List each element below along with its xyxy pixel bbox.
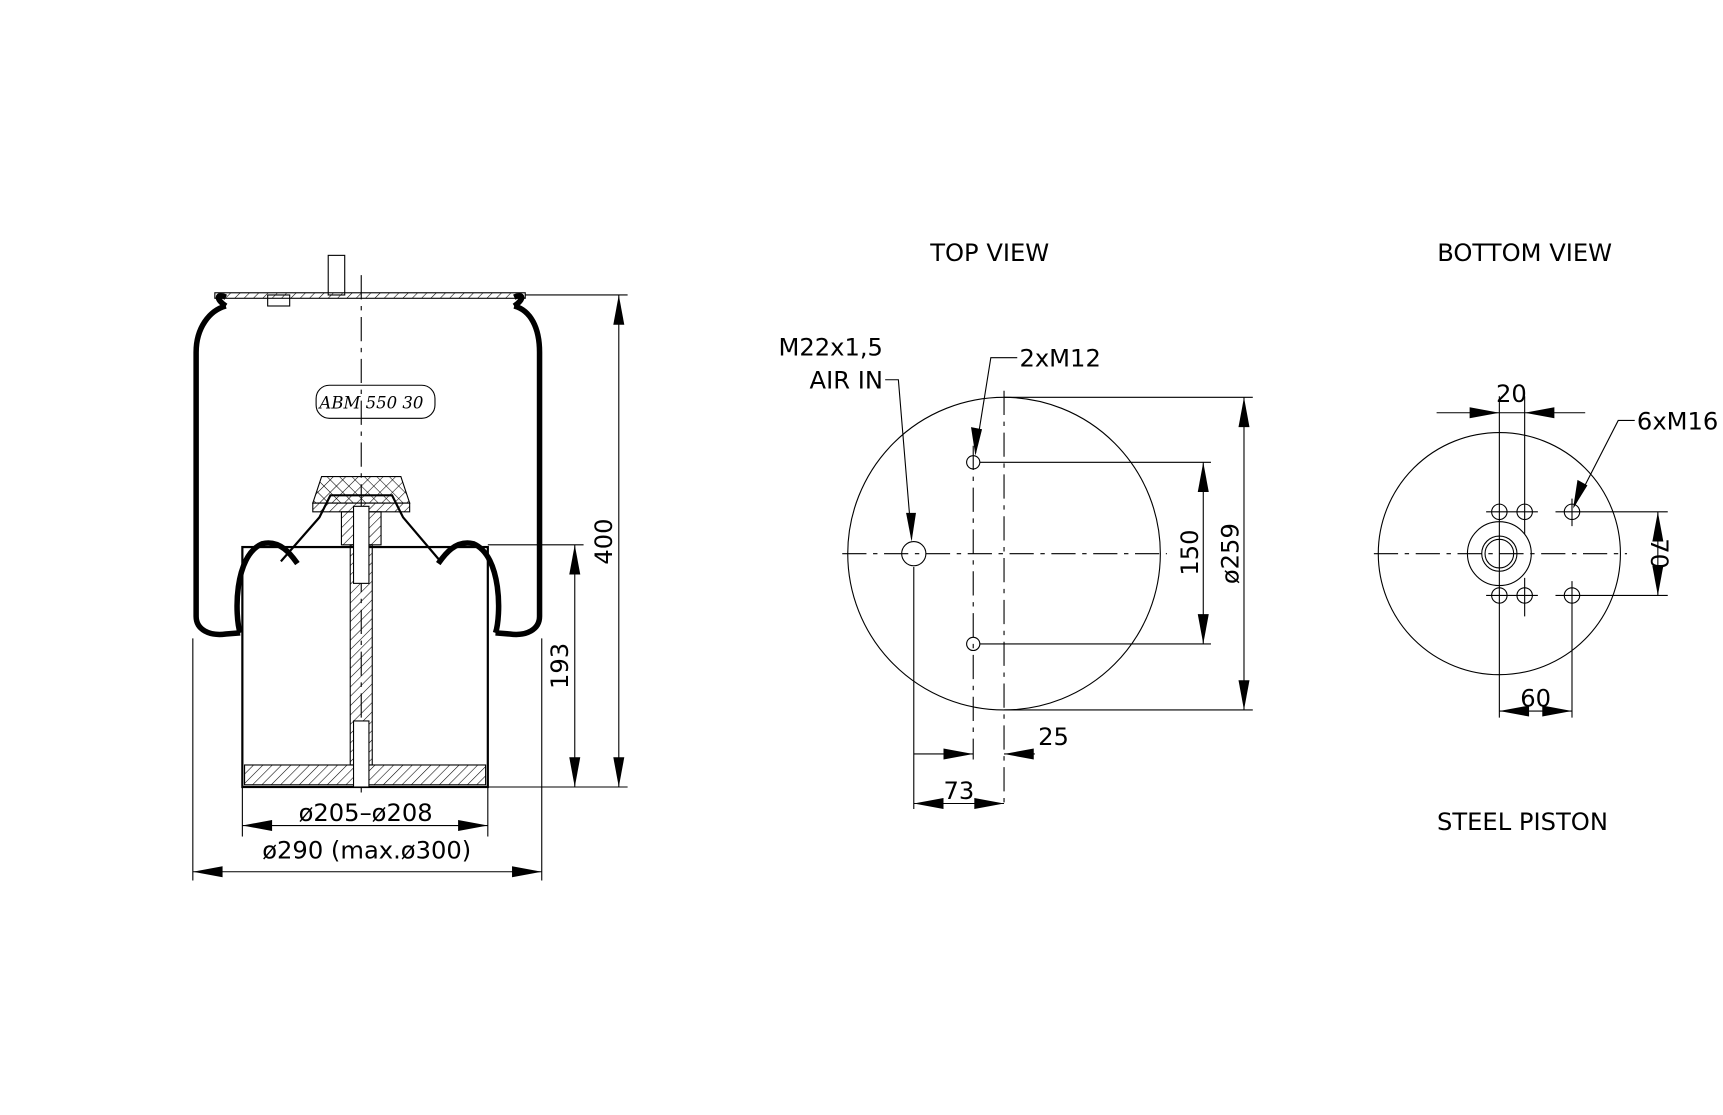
dim-bolt-offset: 25 (1038, 723, 1069, 751)
part-number-label: ABM 550 30 (317, 393, 423, 412)
bottom-view: BOTTOM VIEW 20 6xM16 70 (1373, 239, 1718, 836)
dim-hole-pitch-y: 70 (1645, 538, 1673, 569)
air-inlet-label: AIR IN (810, 367, 883, 395)
air-inlet-thread: M22x1,5 (778, 334, 883, 362)
top-plate (214, 292, 526, 299)
bolt-callout-top: 2xM12 (1019, 345, 1100, 373)
top-view-title: TOP VIEW (929, 239, 1049, 267)
air-inlet-hole (901, 540, 927, 567)
dim-piston-diameter: ø205–ø208 (299, 799, 433, 827)
dim-plate-diameter: ø259 (1216, 523, 1244, 584)
top-view: TOP VIEW M22x1,5 AIR IN 2xM12 150 ø259 2… (778, 239, 1253, 810)
dim-hole-offset: 60 (1520, 685, 1551, 713)
bump-stop (312, 476, 411, 504)
bottom-view-title: BOTTOM VIEW (1437, 239, 1612, 267)
bolt-callout-bottom: 6xM16 (1637, 407, 1718, 435)
dim-height-total: 400 (590, 518, 618, 564)
air-inlet-stud (327, 254, 346, 296)
dim-bellows-diameter: ø290 (max.ø300) (262, 837, 471, 865)
center-boss (1466, 521, 1532, 587)
mounting-bolt (267, 294, 291, 307)
bellows-outline (193, 303, 543, 638)
dim-height-piston: 193 (546, 643, 574, 689)
dim-hole-pitch-x: 20 (1496, 380, 1527, 408)
dim-bolt-spacing: 150 (1176, 529, 1204, 575)
side-view: ABM 550 30 400 193 ø205–ø208 ø290 (max.ø… (192, 254, 628, 881)
dim-inlet-offset: 73 (944, 777, 975, 805)
steel-piston-caption: STEEL PISTON (1437, 808, 1608, 836)
